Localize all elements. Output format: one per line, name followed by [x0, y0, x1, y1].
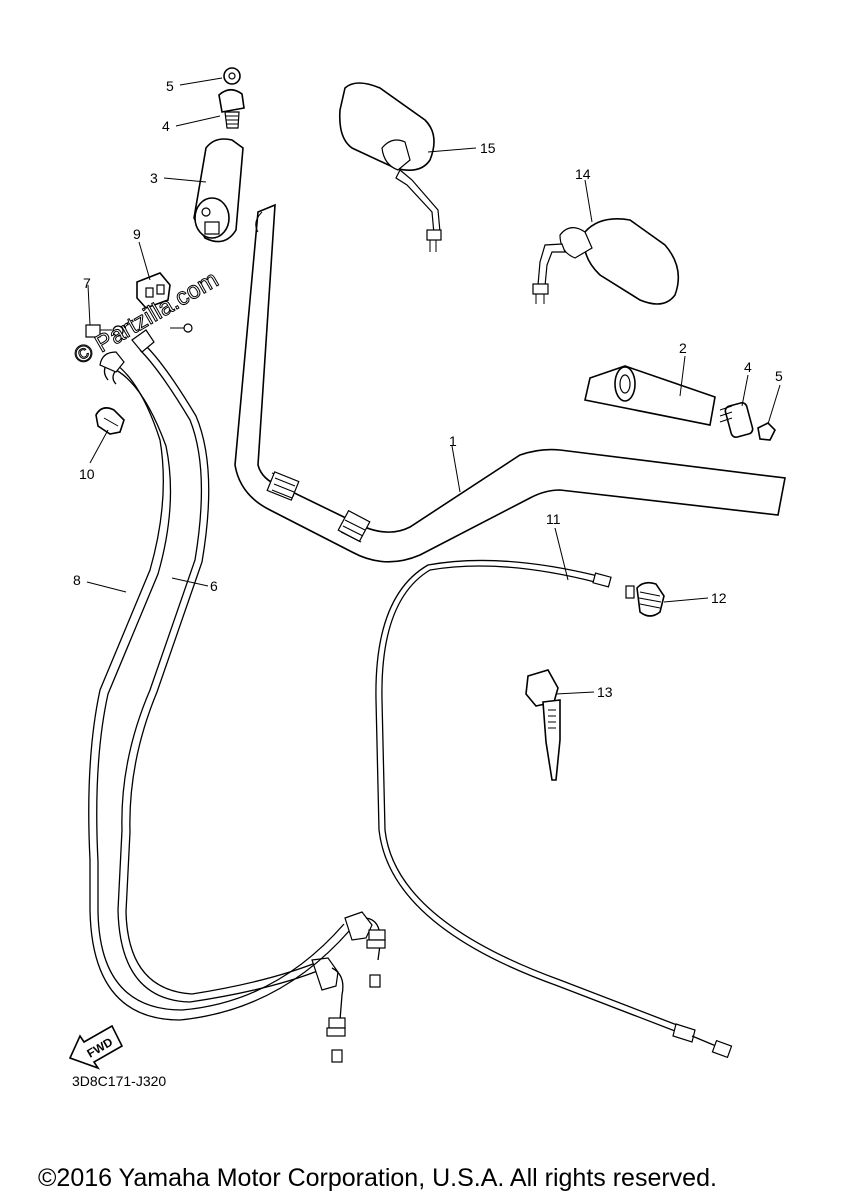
callout-6: 6 [210, 578, 218, 594]
callouts: 5 4 3 9 7 10 8 6 15 14 2 4 5 1 11 12 13 [73, 78, 783, 700]
handlebar-part-1 [234, 203, 786, 563]
fwd-arrow-icon: FWD [68, 1024, 124, 1070]
leader-lines [86, 77, 781, 695]
callout-7: 7 [83, 275, 91, 291]
callout-9: 9 [133, 226, 141, 242]
callout-5-right: 5 [775, 368, 783, 384]
bar-end-part-4-right [719, 402, 754, 438]
callout-11: 11 [546, 511, 561, 527]
grip-part-3-left [193, 138, 244, 243]
diagram-code: 3D8C171-J320 [72, 1073, 166, 1089]
grip-part-2 [584, 365, 716, 426]
mirror-part-15 [338, 82, 442, 252]
cable-part-11 [375, 559, 733, 1059]
cable-tie-part-13 [525, 669, 561, 781]
cable-part-8 [88, 351, 386, 1021]
callout-4-right: 4 [744, 359, 752, 375]
callout-2: 2 [679, 340, 687, 356]
callout-4-left: 4 [162, 118, 170, 134]
screw-part-5-right [757, 422, 776, 441]
mirror-part-14 [532, 218, 680, 305]
callout-10: 10 [79, 466, 95, 482]
callout-3: 3 [150, 170, 158, 186]
callout-8: 8 [73, 572, 81, 588]
callout-15: 15 [480, 140, 496, 156]
clamp-part-10 [95, 407, 125, 435]
screw-part-5-left [223, 67, 241, 85]
callout-14: 14 [575, 166, 591, 182]
callout-5-left: 5 [166, 78, 174, 94]
cable-part-6 [117, 329, 346, 1063]
fitting-part-7 [85, 323, 193, 338]
copyright-text: ©2016 Yamaha Motor Corporation, U.S.A. A… [38, 1164, 717, 1192]
callout-13: 13 [597, 684, 613, 700]
callout-1: 1 [449, 433, 457, 449]
connector-part-9 [136, 272, 171, 309]
callout-12: 12 [711, 590, 727, 606]
bar-end-part-4-left [218, 88, 245, 129]
adjuster-part-12 [625, 581, 665, 617]
